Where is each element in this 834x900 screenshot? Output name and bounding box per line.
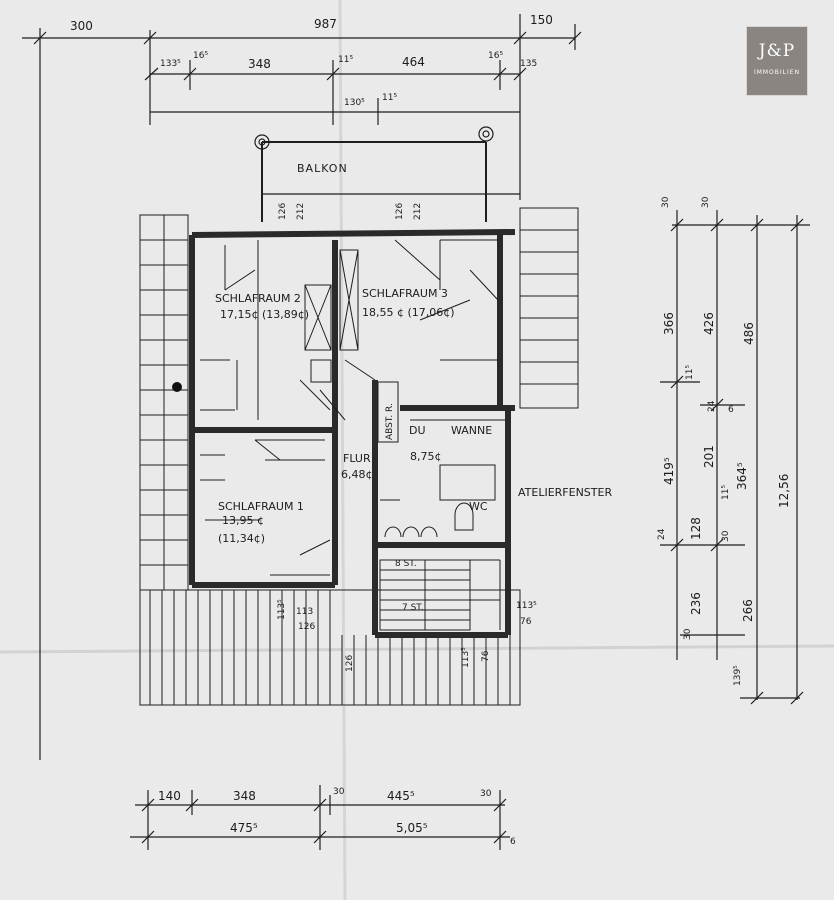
dim-balcony-126b: 126 <box>395 203 405 220</box>
dim-30-a: 30 <box>661 196 671 208</box>
dim-364-5: 364⁵ <box>735 462 749 490</box>
logo-mark: J&P <box>758 41 796 61</box>
room-du: DU <box>409 424 426 437</box>
dim-366: 366 <box>662 312 676 335</box>
dim-16-5: 16⁵ <box>193 51 208 61</box>
dim-150: 150 <box>530 13 553 27</box>
dim-11-5-top: 11⁵ <box>338 55 353 65</box>
dim-11-5-r: 11⁵ <box>685 365 695 380</box>
dim-236: 236 <box>689 592 703 615</box>
dim-445-5: 445⁵ <box>387 789 415 803</box>
dim-balcony-126: 126 <box>278 203 288 220</box>
dim-24-b: 24 <box>657 528 667 540</box>
walls <box>189 229 516 638</box>
stairs-8: 8 ST. <box>395 559 417 569</box>
dim-balcony-212: 212 <box>296 203 306 220</box>
dim-30-b: 30 <box>701 196 711 208</box>
dim-balcony-212b: 212 <box>413 203 423 220</box>
balcony <box>254 126 520 222</box>
dim-140: 140 <box>158 789 181 803</box>
interior-fixtures <box>200 239 505 631</box>
paper-fold-vertical <box>338 0 347 900</box>
dim-16-5b: 16⁵ <box>488 51 503 61</box>
room-schlafraum-1-area: 13,95 ¢ <box>222 514 264 527</box>
dim-300: 300 <box>70 19 93 33</box>
company-logo: J&P IMMOBILIEN <box>746 26 808 96</box>
dim-30-c: 30 <box>721 530 731 542</box>
dim-201: 201 <box>702 445 716 468</box>
room-bad-area: 8,75¢ <box>410 450 442 463</box>
dim-76-right: 76 <box>520 617 532 627</box>
room-abstellraum: ABST. R. <box>385 403 395 440</box>
dim-11-5-c: 11⁵ <box>721 485 731 500</box>
dim-5-05-5: 5,05⁵ <box>396 821 428 835</box>
dim-139-5: 139⁵ <box>733 665 743 686</box>
balcony-label: BALKON <box>297 162 348 175</box>
roof-hatch-right <box>519 207 579 409</box>
dim-113-5-stair: 113⁵ <box>277 599 287 620</box>
dim-113-5-right: 113⁵ <box>516 601 537 611</box>
dim-266: 266 <box>741 599 755 622</box>
dim-464: 464 <box>402 55 425 69</box>
dim-126-bottom: 126 <box>345 655 355 672</box>
dim-11-5-b: 11⁵ <box>382 93 397 103</box>
dim-486: 486 <box>742 322 756 345</box>
stairs-7: 7 ST. <box>402 603 424 613</box>
right-dimension-lines <box>660 210 810 705</box>
dim-76-bottom: 76 <box>481 650 491 662</box>
roof-hatch-bottom <box>139 589 521 706</box>
room-schlafraum-2: SCHLAFRAUM 2 <box>215 292 301 305</box>
label-atelierfenster: ATELIERFENSTER <box>518 486 612 499</box>
logo-subtitle: IMMOBILIEN <box>753 69 801 76</box>
dim-419-5: 419⁵ <box>662 457 676 485</box>
room-flur: FLUR <box>343 452 371 465</box>
roof-hatch-left <box>139 214 189 591</box>
room-wc: WC <box>469 500 488 513</box>
dim-126-stair: 126 <box>298 622 315 632</box>
dim-135: 135 <box>520 59 537 69</box>
dim-6-r: 6 <box>728 405 734 415</box>
room-schlafraum-1: SCHLAFRAUM 1 <box>218 500 304 513</box>
dim-475-5: 475⁵ <box>230 821 258 835</box>
dim-128: 128 <box>689 517 703 540</box>
dim-12-56: 12,56 <box>777 474 791 508</box>
dim-30-d: 30 <box>683 628 693 640</box>
dim-30-bottom: 30 <box>333 787 345 797</box>
dim-113-5-bottom: 113⁵ <box>461 647 471 668</box>
dim-348: 348 <box>248 57 271 71</box>
room-schlafraum-3-area: 18,55 ¢ (17,06¢) <box>362 306 455 319</box>
dim-133: 133⁵ <box>160 59 181 69</box>
dim-30-bottom-b: 30 <box>480 789 492 799</box>
dim-24-a: 24 <box>707 400 717 412</box>
room-schlafraum-3: SCHLAFRAUM 3 <box>362 287 448 300</box>
dim-426: 426 <box>702 312 716 335</box>
top-dimension-lines <box>22 14 582 760</box>
dim-987: 987 <box>314 17 337 31</box>
room-schlafraum-2-area: 17,15¢ (13,89¢) <box>220 308 309 321</box>
room-wanne: WANNE <box>451 424 492 437</box>
dim-6-bottom: 6 <box>510 837 516 847</box>
room-schlafraum-1-area-net: (11,34¢) <box>218 532 265 545</box>
paper-fold-horizontal <box>0 644 834 654</box>
dim-130-5: 130⁵ <box>344 98 365 108</box>
room-flur-area: 6,48¢ <box>341 468 373 481</box>
dim-113-stair: 113 <box>296 607 313 617</box>
dim-348-bottom: 348 <box>233 789 256 803</box>
chimney-dot <box>172 382 182 392</box>
bottom-dimension-lines <box>130 785 510 850</box>
